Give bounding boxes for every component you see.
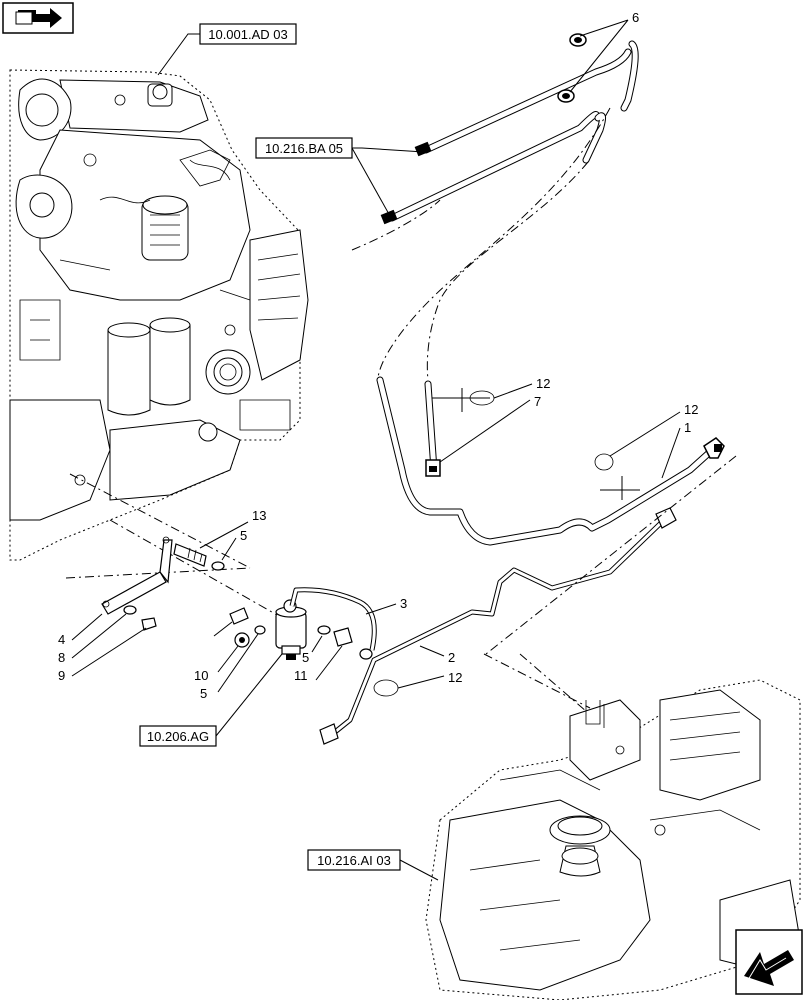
callout-5-upper: 5 [221,528,247,561]
callout-5-mid: 5 [200,633,259,701]
elbow-fitting-1 [703,437,725,459]
svg-text:9: 9 [58,668,65,683]
clip-12-upper [432,388,495,412]
callout-9: 9 [58,627,147,683]
callout-5-right: 5 [302,635,323,665]
svg-text:1: 1 [684,420,691,435]
hidden-leader [351,199,441,251]
hose-fitting-7 [425,459,441,477]
callout-11: 11 [294,645,343,683]
hose-clamp-6-lower [557,89,575,103]
supply-hose-assembly [376,376,725,546]
callout-1: 1 [661,420,691,479]
svg-text:8: 8 [58,650,65,665]
svg-text:6: 6 [632,10,639,25]
callout-3: 3 [365,596,407,615]
callout-8: 8 [58,613,127,665]
svg-text:12: 12 [448,670,462,685]
svg-text:3: 3 [400,596,407,611]
mounting-bracket-4 [101,536,173,615]
fuel-pipe-3 [289,587,377,660]
svg-text:12: 12 [536,376,550,391]
svg-text:10: 10 [194,668,208,683]
nut-11 [333,627,353,647]
callout-6: 6 [569,10,639,93]
hidden-hose-path-a [377,107,611,379]
pipe-2-end-fitting [319,723,339,745]
tank-leaders [483,455,737,719]
fuel-tank-reference-box[interactable]: 10.216.AI 03 [307,849,401,871]
svg-text:13: 13 [252,508,266,523]
svg-text:5: 5 [200,686,207,701]
callout-4: 4 [58,613,103,647]
fuel-filter [275,599,307,660]
plug-5-left [234,632,250,648]
clip-12-right [594,453,640,500]
svg-text:12: 12 [684,402,698,417]
fuel-lines-reference-box[interactable]: 10.216.BA 05 [255,137,353,159]
washer-8 [123,605,137,615]
fuel-filter-reference-box[interactable]: 10.206.AG [139,725,217,747]
next-page-arrow-icon[interactable] [735,929,803,995]
callout-7: 7 [439,394,541,463]
fuel-lines-reference-label: 10.216.BA 05 [265,141,343,156]
callout-12-right: 12 [609,402,698,457]
engine-illustration [9,69,309,561]
svg-text:5: 5 [240,528,247,543]
fuel-pipe-2 [319,507,677,745]
pipe-2-top-fitting [655,507,677,529]
book-page-icon[interactable] [2,2,74,34]
washer-5-mid [254,625,266,635]
fuel-tank-reference-label: 10.216.AI 03 [317,853,391,868]
return-hose-assembly [380,33,639,225]
mount-leader-a [69,473,251,569]
engine-reference-box[interactable]: 10.001.AD 03 [199,23,297,45]
svg-text:5: 5 [302,650,309,665]
svg-text:7: 7 [534,394,541,409]
callout-12-upper: 12 [493,376,550,399]
callout-10: 10 [194,645,239,683]
callout-13: 13 [199,508,266,549]
washer-5-upper [211,561,225,571]
bolt-9 [141,617,157,631]
svg-text:2: 2 [448,650,455,665]
washer-5-right [317,625,331,635]
fuel-tank-illustration [425,679,801,1001]
fuel-filter-reference-label: 10.206.AG [147,729,209,744]
callout-12-lower: 12 [397,670,462,689]
mount-leader-c [109,519,301,629]
svg-text:4: 4 [58,632,65,647]
sensor-10 [213,607,249,637]
engine-reference-label: 10.001.AD 03 [208,27,288,42]
clip-12-lower [373,679,399,697]
callout-2: 2 [419,645,455,665]
svg-text:11: 11 [294,668,308,683]
hose-clamp-6-upper [569,33,587,47]
hidden-hose-path-b [426,161,589,381]
fitting-13 [173,543,207,567]
